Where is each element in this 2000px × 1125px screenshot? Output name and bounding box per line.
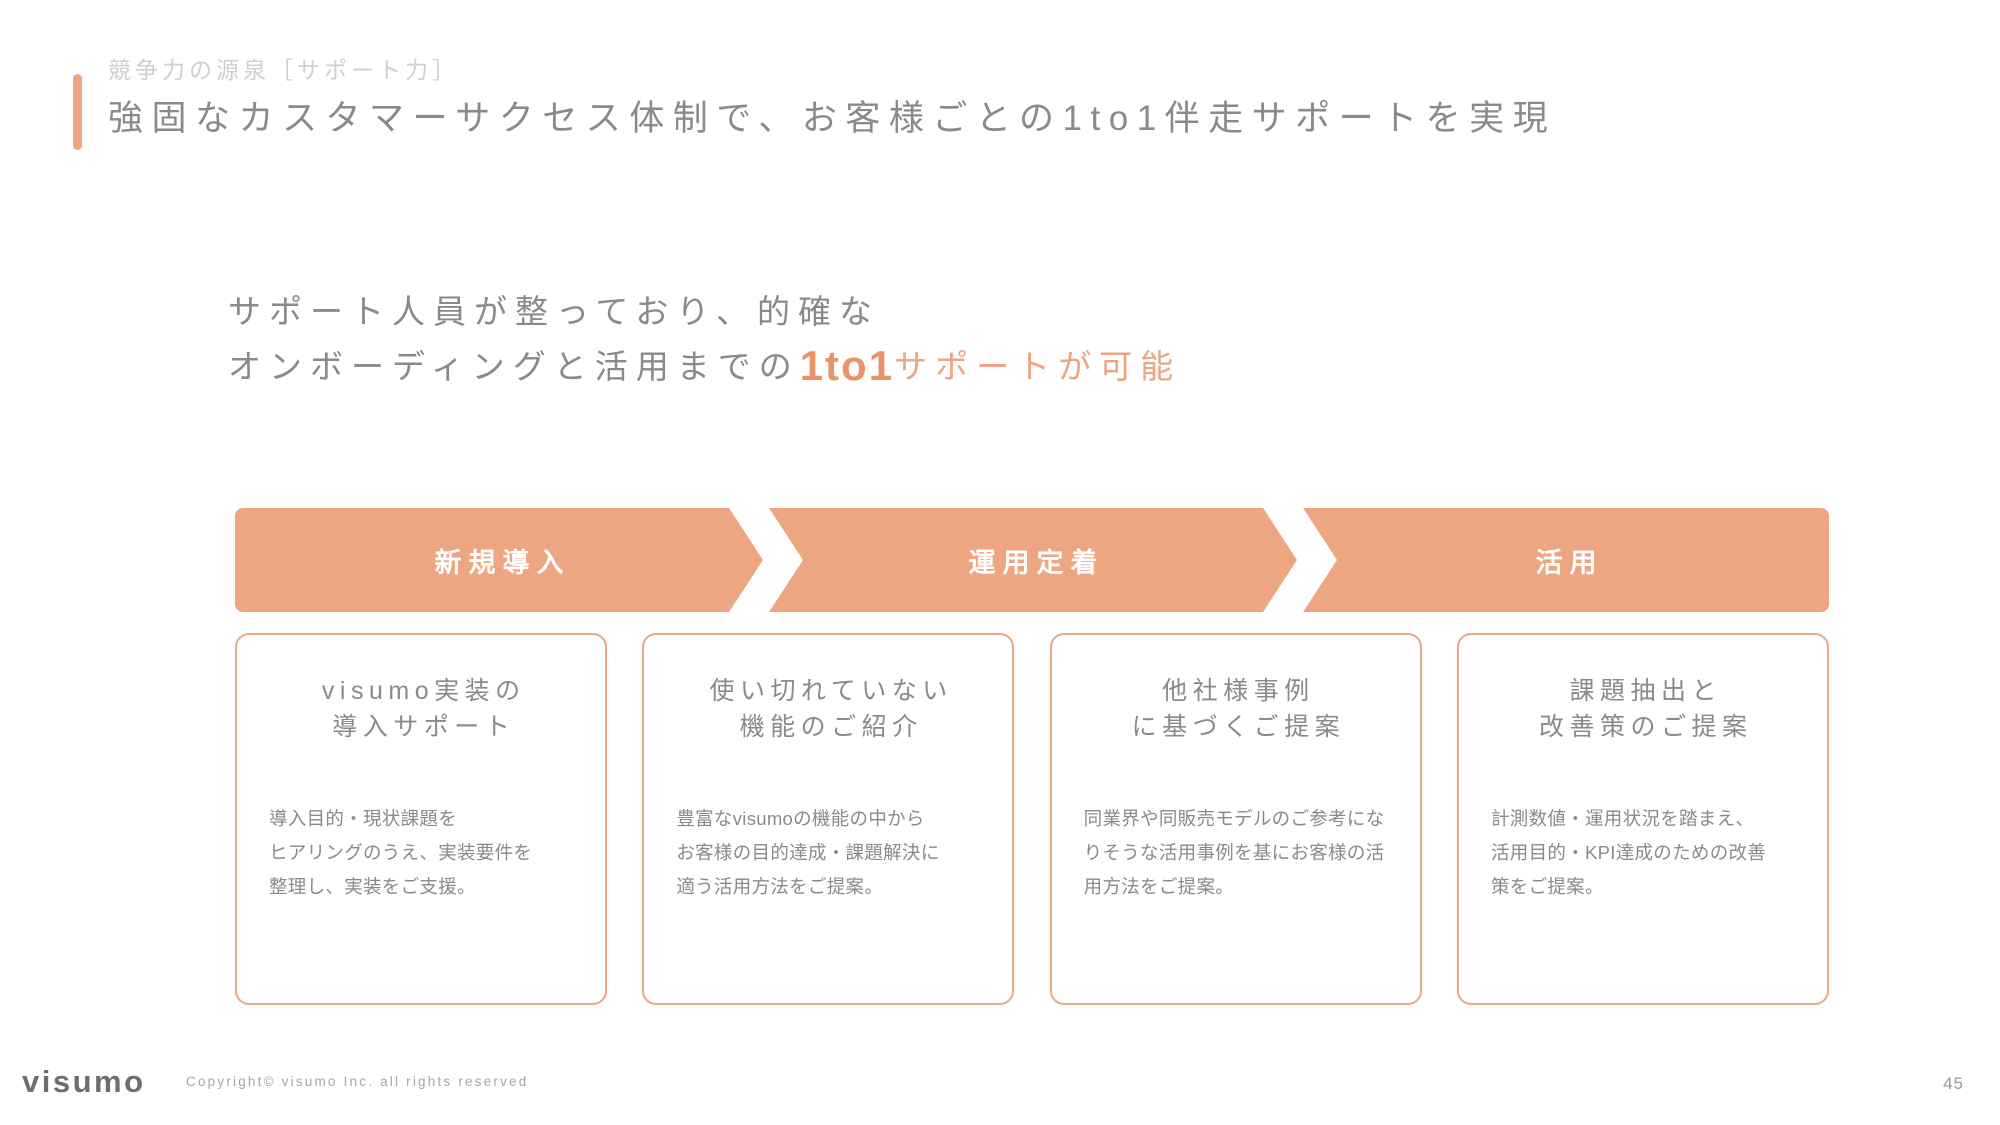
support-card-row: visumo実装の 導入サポート 導入目的・現状課題を ヒアリングのうえ、実装要… bbox=[235, 633, 1829, 1005]
card-title-line-2: に基づくご提案 bbox=[1131, 713, 1346, 742]
card-body-line-1: 導入目的・現状課題を bbox=[269, 807, 458, 829]
slide-header: 競争力の源泉［サポート力］ 強固なカスタマーサクセス体制で、お客様ごとの1to1… bbox=[73, 56, 1556, 150]
card-body-line-2: お客様の目的達成・課題解決に bbox=[676, 841, 940, 863]
page-title: 強固なカスタマーサクセス体制で、お客様ごとの1to1伴走サポートを実現 bbox=[108, 98, 1557, 138]
card-body-line-2: ヒアリングのうえ、実装要件を bbox=[269, 841, 533, 863]
card-title: visumo実装の 導入サポート bbox=[265, 673, 577, 746]
card-body: 同業界や同販売モデルのご参考にな りそうな活用事例を基にお客様の活 用方法をご提… bbox=[1080, 802, 1392, 905]
phase-banner-row: 新規導入 運用定着 活用 bbox=[235, 508, 1829, 612]
card-body-line-1: 計測数値・運用状況を踏まえ、 bbox=[1490, 807, 1755, 829]
lead-line-2-prefix: オンボーディングと活用までの bbox=[228, 347, 800, 385]
lead-line-1: サポート人員が整っており、的確な bbox=[228, 293, 881, 330]
phase-banner-label: 活用 bbox=[1535, 547, 1604, 578]
card-body-line-3: 策をご提案。 bbox=[1490, 875, 1604, 897]
card-body-line-2: 活用目的・KPI達成のための改善 bbox=[1490, 841, 1767, 863]
phase-banner-label: 新規導入 bbox=[434, 547, 571, 578]
lead-highlight-1to1: 1to1 bbox=[799, 341, 895, 389]
visumo-logo: visumo bbox=[22, 1064, 146, 1099]
phase-banner-operational-establishment: 運用定着 bbox=[769, 508, 1297, 612]
support-card: 他社様事例 に基づくご提案 同業界や同販売モデルのご参考にな りそうな活用事例を… bbox=[1049, 633, 1422, 1005]
card-title: 課題抽出と 改善策のご提案 bbox=[1487, 673, 1799, 746]
card-title-line-1: 使い切れていない bbox=[709, 677, 953, 705]
card-body-line-1: 同業界や同販売モデルのご参考にな bbox=[1083, 807, 1385, 829]
card-body-line-3: 適う活用方法をご提案。 bbox=[676, 875, 884, 897]
lead-statement: サポート人員が整っており、的確な オンボーディングと活用までの1to1サポートが… bbox=[228, 288, 1181, 397]
phase-banner-label: 運用定着 bbox=[968, 547, 1105, 578]
page-number: 45 bbox=[1943, 1074, 1964, 1093]
copyright-text: Copyright© visumo Inc. all rights reserv… bbox=[186, 1073, 529, 1089]
card-title: 使い切れていない 機能のご紹介 bbox=[672, 673, 984, 746]
support-card: 課題抽出と 改善策のご提案 計測数値・運用状況を踏まえ、 活用目的・KPI達成の… bbox=[1456, 633, 1829, 1005]
card-title-line-1: 他社様事例 bbox=[1162, 677, 1315, 705]
card-title: 他社様事例 に基づくご提案 bbox=[1080, 673, 1392, 746]
card-body-line-2: りそうな活用事例を基にお客様の活 bbox=[1083, 841, 1385, 863]
card-body-line-1: 豊富なvisumoの機能の中から bbox=[676, 807, 925, 829]
card-body-line-3: 整理し、実装をご支援。 bbox=[269, 875, 476, 897]
card-body: 導入目的・現状課題を ヒアリングのうえ、実装要件を 整理し、実装をご支援。 bbox=[265, 802, 577, 905]
lead-line-2: オンボーディングと活用までの1to1サポートが可能 bbox=[228, 336, 1181, 397]
support-card: visumo実装の 導入サポート 導入目的・現状課題を ヒアリングのうえ、実装要… bbox=[235, 633, 607, 1005]
card-body: 計測数値・運用状況を踏まえ、 活用目的・KPI達成のための改善 策をご提案。 bbox=[1487, 802, 1799, 905]
card-title-line-1: visumo実装の bbox=[321, 677, 526, 705]
lead-line-2-suffix: サポートが可能 bbox=[894, 347, 1182, 385]
accent-bar-icon bbox=[73, 74, 82, 150]
card-body: 豊富なvisumoの機能の中から お客様の目的達成・課題解決に 適う活用方法をご… bbox=[672, 802, 984, 905]
header-text-group: 競争力の源泉［サポート力］ 強固なカスタマーサクセス体制で、お客様ごとの1to1… bbox=[108, 56, 1556, 150]
slide-kicker: 競争力の源泉［サポート力］ bbox=[108, 57, 459, 83]
card-title-line-2: 改善策のご提案 bbox=[1538, 713, 1753, 742]
card-body-line-3: 用方法をご提案。 bbox=[1083, 875, 1235, 897]
support-card: 使い切れていない 機能のご紹介 豊富なvisumoの機能の中から お客様の目的達… bbox=[642, 633, 1015, 1005]
phase-banner-new-introduction: 新規導入 bbox=[235, 508, 763, 612]
card-title-line-1: 課題抽出と bbox=[1569, 677, 1722, 705]
phase-banner-utilization: 活用 bbox=[1303, 508, 1829, 612]
card-title-line-2: 機能のご紹介 bbox=[739, 713, 923, 742]
card-title-line-2: 導入サポート bbox=[332, 713, 516, 742]
